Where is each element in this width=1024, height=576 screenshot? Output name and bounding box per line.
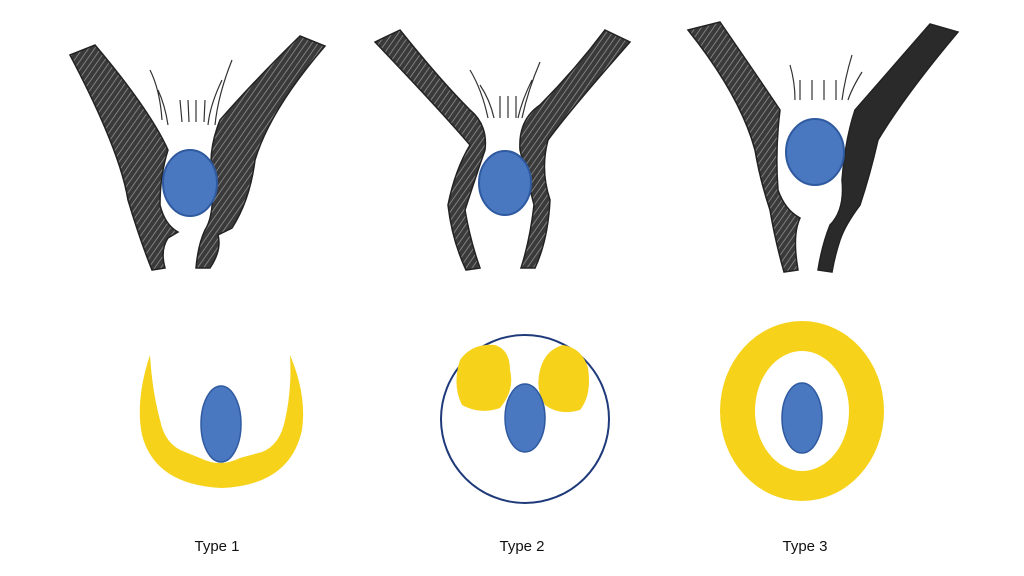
anatomy-type-3 — [686, 21, 960, 273]
yellow-right-lobe-type-2 — [538, 345, 589, 413]
lumen-top-type-3 — [785, 118, 845, 186]
left-wall-type-3 — [686, 21, 801, 273]
fibers-type-1 — [149, 59, 233, 126]
lumen-top-type-2 — [478, 150, 532, 216]
right-wall-type-2 — [519, 29, 632, 269]
schematic-type-3 — [720, 321, 884, 501]
lumen-bottom-type-1 — [200, 385, 242, 463]
fibers-type-2 — [469, 61, 541, 119]
lumen-top-type-1 — [162, 149, 218, 217]
fibers-type-3 — [789, 54, 863, 101]
right-wall-type-3 — [817, 23, 960, 273]
lumen-bottom-type-3 — [781, 382, 823, 454]
schematic-type-1 — [139, 355, 304, 488]
anatomy-type-2 — [373, 29, 632, 271]
yellow-horseshoe-type-1 — [139, 355, 304, 488]
label-type-3: Type 3 — [782, 538, 828, 555]
right-wall-type-1 — [195, 35, 327, 269]
label-type-2: Type 2 — [499, 538, 545, 555]
yellow-left-lobe-type-2 — [456, 344, 512, 411]
schematic-type-2 — [440, 334, 610, 504]
lumen-bottom-type-2 — [504, 383, 546, 453]
anatomy-type-1 — [68, 35, 327, 271]
label-type-1: Type 1 — [194, 538, 240, 555]
left-wall-type-1 — [68, 44, 180, 271]
left-wall-type-2 — [373, 29, 487, 271]
